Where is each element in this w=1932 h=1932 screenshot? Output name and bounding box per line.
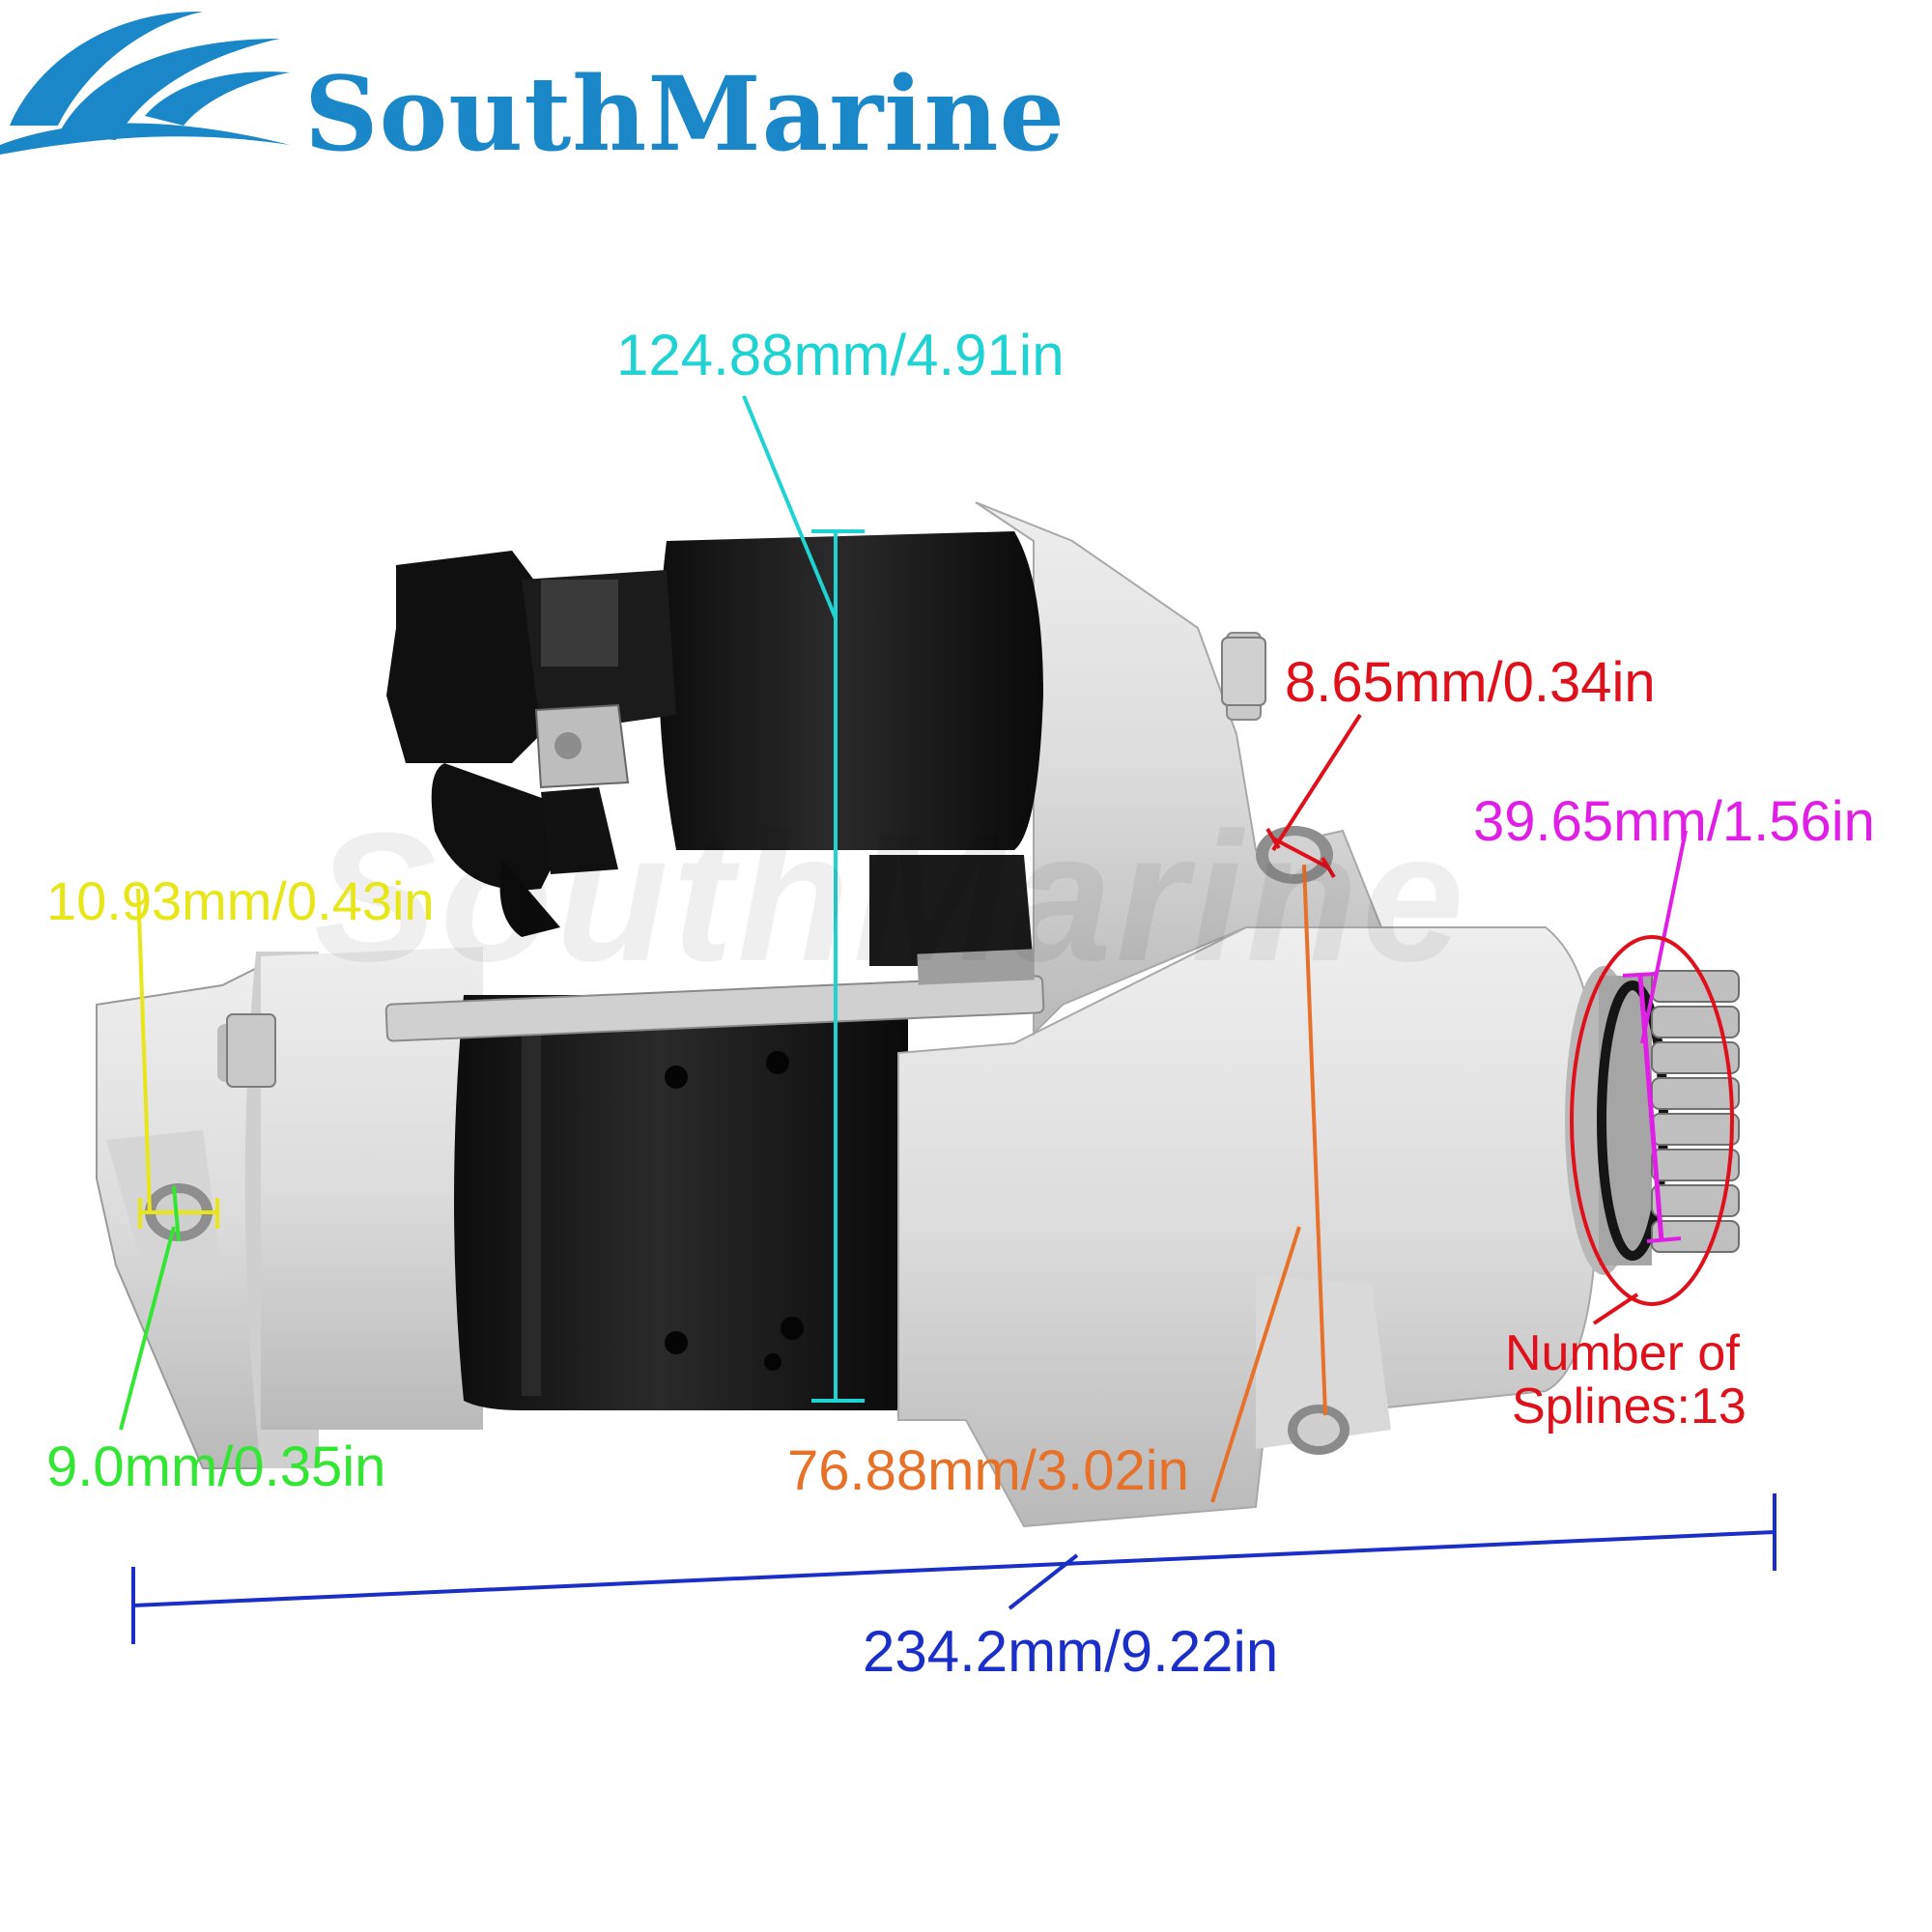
height-dimension-label: 124.88mm/4.91in xyxy=(616,323,1065,387)
splines-label-line1: Number of xyxy=(1505,1325,1740,1381)
left-hole-width-label: 10.93mm/0.43in xyxy=(46,870,435,931)
wave-logo-icon xyxy=(0,11,290,155)
pinion-diameter-label: 39.65mm/1.56in xyxy=(1473,790,1875,853)
mount-hole-dimension-label: 8.65mm/0.34in xyxy=(1285,651,1656,714)
length-dimension-label: 234.2mm/9.22in xyxy=(863,1619,1279,1684)
spline-highlight-ellipse xyxy=(1570,935,1734,1306)
watermark-text: SouthMarine xyxy=(314,795,1468,1000)
left-hole-height-label: 9.0mm/0.35in xyxy=(46,1435,386,1498)
splines-label-line2: Splines:13 xyxy=(1512,1378,1747,1435)
brand-name: SouthMarine xyxy=(304,53,1065,174)
length-line xyxy=(132,1530,1776,1607)
hole-spacing-label: 76.88mm/3.02in xyxy=(787,1439,1189,1502)
